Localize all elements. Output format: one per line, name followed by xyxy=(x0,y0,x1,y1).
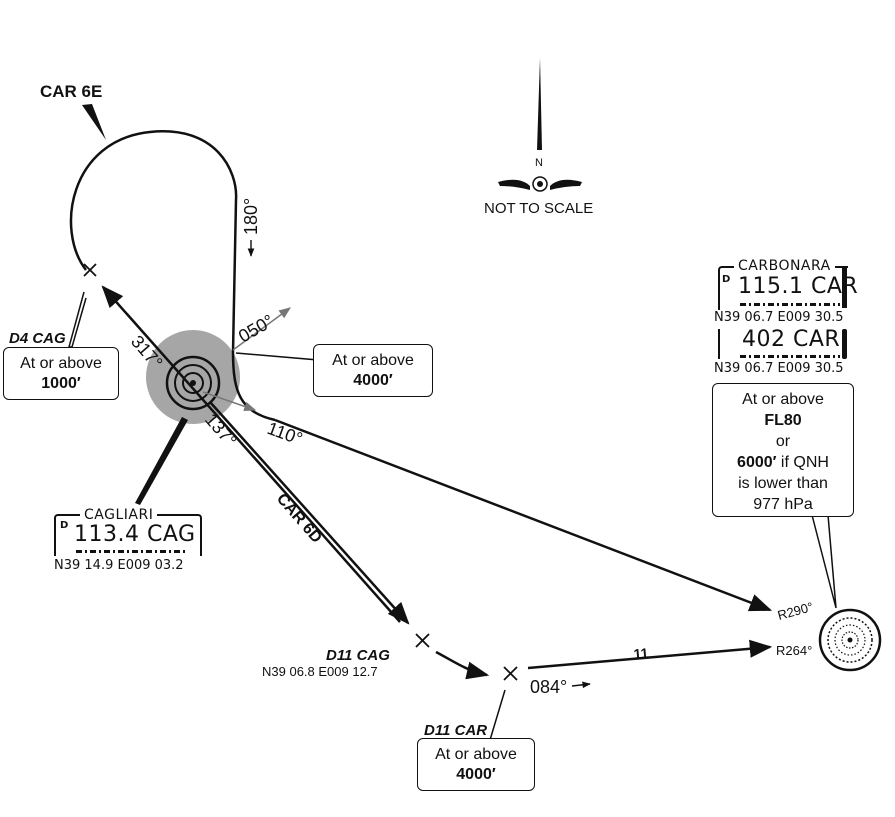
d11car-altitude-line1: At or above xyxy=(435,746,517,763)
d11car-box-pointer xyxy=(488,689,506,741)
heading-084-arrow xyxy=(571,681,591,689)
radial-137-car6d xyxy=(209,401,410,625)
radial-110-arrow xyxy=(202,391,257,412)
turn-to-084 xyxy=(435,650,490,680)
cagliari-name: CAGLIARI xyxy=(80,507,158,523)
car-altitude-fl80: FL80 xyxy=(764,412,802,429)
carbonara-vor-morse xyxy=(740,303,840,306)
radial-264-label: R264° xyxy=(776,643,812,658)
fix-d11-cag-x[interactable] xyxy=(415,633,430,648)
cagliari-dme-flag: D xyxy=(60,520,69,531)
carbonara-ndb-frame-bar xyxy=(842,329,847,359)
cagliari-coord: N39 14.9 E009 03.2 xyxy=(54,558,184,573)
d11car-altitude-box: At or above 4000′ xyxy=(417,738,535,791)
d11car-altitude-value: 4000′ xyxy=(456,766,496,783)
car-altitude-6000: 6000′ xyxy=(737,454,777,471)
cagliari-pointer xyxy=(135,417,188,505)
not-to-scale-note: NOT TO SCALE xyxy=(484,200,593,217)
cagliari-freq: 113.4 CAG xyxy=(74,522,196,547)
carbonara-name: CARBONARA xyxy=(734,258,835,274)
car-altitude-or: or xyxy=(775,433,791,450)
car-altitude-line1: At or above xyxy=(742,391,824,408)
car6e-label: CAR 6E xyxy=(40,82,102,101)
mid-box-pointer xyxy=(235,352,319,370)
car6e-pointer xyxy=(82,104,106,140)
mid-altitude-box: At or above 4000′ xyxy=(313,344,433,397)
carbonara-vor-freq: 115.1 CAR xyxy=(738,274,859,299)
mid-altitude-line1: At or above xyxy=(332,352,414,369)
fix-d11-car-x[interactable] xyxy=(503,666,518,681)
d4-altitude-line1: At or above xyxy=(20,355,102,372)
distance-11: 11 xyxy=(633,645,649,662)
d11-cag-coord: N39 06.8 E009 12.7 xyxy=(262,664,378,679)
cag-vor-symbol[interactable] xyxy=(165,355,221,411)
holding-turn-path xyxy=(69,130,276,422)
d11-car-label: D11 CAR xyxy=(424,722,487,739)
car-altitude-box: At or above FL80 or 6000′ if QNH is lowe… xyxy=(712,383,854,517)
mid-altitude-value: 4000′ xyxy=(353,372,393,389)
north-arrow xyxy=(498,58,582,192)
radial-290-label: R290° xyxy=(776,599,815,623)
north-label: N xyxy=(535,157,543,169)
radial-050-arrow xyxy=(232,307,291,351)
radial-317 xyxy=(101,285,401,623)
heading-050: 050° xyxy=(235,311,277,347)
carbonara-ndb-frame-left xyxy=(718,329,720,359)
carbonara-ndb-morse xyxy=(740,355,840,358)
carbonara-vor-coord: N39 06.7 E009 30.5 xyxy=(714,310,844,325)
heading-084: 084° xyxy=(530,677,567,697)
d4-cag-label: D4 CAG xyxy=(9,330,66,347)
fix-d4-cag-x[interactable] xyxy=(83,263,97,277)
car-altitude-qnh: if QNH xyxy=(776,454,829,471)
carbonara-ndb-coord: N39 06.7 E009 30.5 xyxy=(714,361,844,376)
track-110 xyxy=(274,418,773,612)
d4-box-pointer xyxy=(68,291,87,348)
d4-altitude-value: 1000′ xyxy=(41,375,81,392)
car-vor-symbol[interactable] xyxy=(818,608,882,672)
car-altitude-line6: 977 hPa xyxy=(753,496,813,513)
carbonara-dme-flag: D xyxy=(722,274,731,285)
car6d-label: CAR 6D xyxy=(273,490,325,546)
carbonara-frame-bar xyxy=(842,266,847,308)
car-altitude-line5: is lower than xyxy=(738,475,828,492)
cagliari-morse xyxy=(76,550,186,553)
d11-cag-label: D11 CAG xyxy=(326,647,390,664)
heading-180: 180° xyxy=(241,198,261,235)
cag-vor-halo xyxy=(146,330,240,424)
d4-altitude-box: At or above 1000′ xyxy=(3,347,119,400)
carbonara-ndb-freq: 402 CAR xyxy=(742,327,841,352)
car-box-pointer xyxy=(811,514,837,609)
heading-110: 110° xyxy=(265,418,306,449)
track-084 xyxy=(527,639,773,670)
